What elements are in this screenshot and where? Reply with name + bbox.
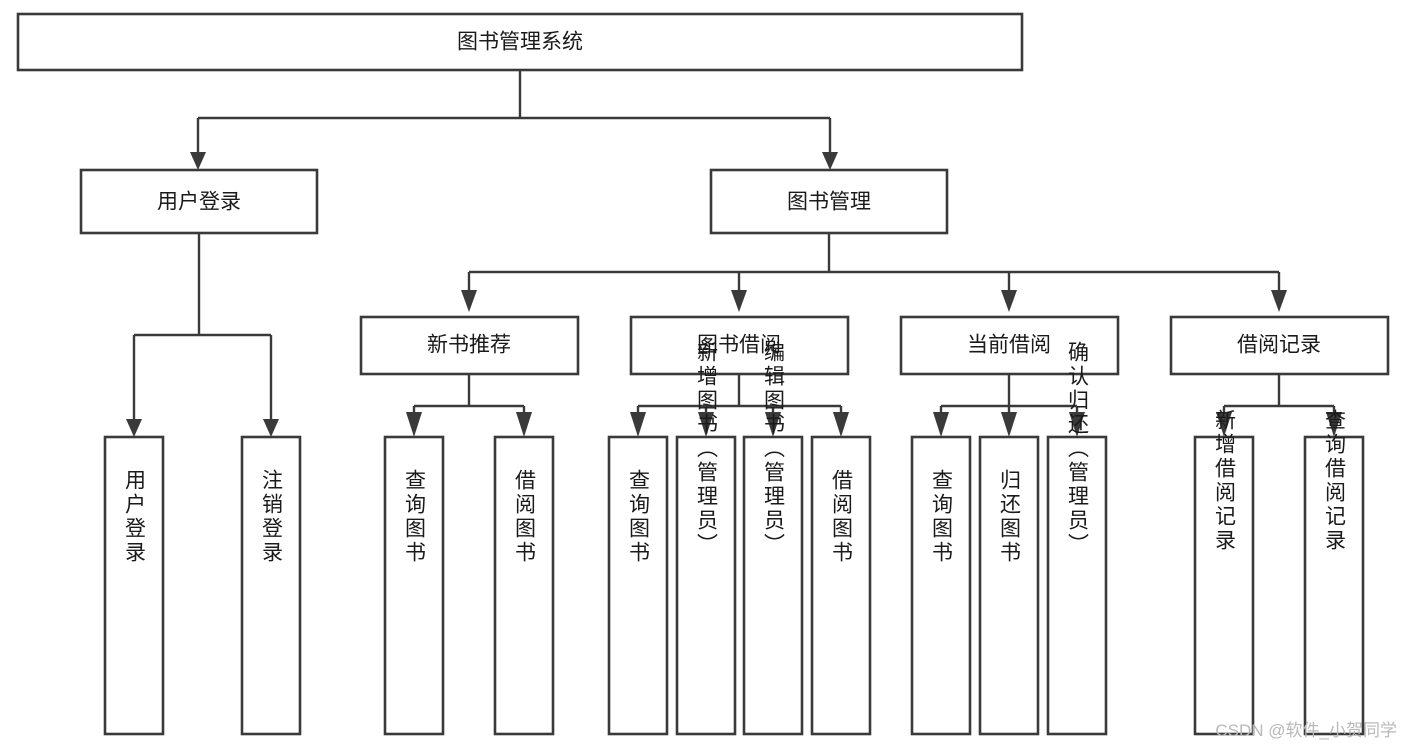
leaf-node[interactable]: 新增图书（管理员） [675,341,737,736]
node-book-borrow[interactable]: 图书借阅 [629,315,850,376]
arrowhead-leaf-return-book [1001,412,1017,437]
leaf-node[interactable]: 归还图书 [978,435,1040,736]
node-book-borrow-box[interactable] [629,315,850,376]
leaf-add-book-label: 新增图书（管理员） [695,341,719,557]
arrowhead-leaf-query-book-1 [406,412,422,437]
leaf-query-record-box[interactable] [1303,435,1365,736]
leaf-node[interactable]: 注销登录 [240,435,302,736]
leaf-return-book-box[interactable] [978,435,1040,736]
leaf-node[interactable]: 查询图书 [607,435,669,736]
arrowhead-leaf-logout [263,419,279,437]
arrowhead-leaf-query-book-2 [630,412,646,437]
node-borrow-record[interactable]: 借阅记录 [1169,315,1390,376]
arrowhead-leaf-edit-book [765,412,781,437]
arrowhead-leaf-borrow-book-2 [833,412,849,437]
leaf-edit-book-label: 编辑图书（管理员） [762,341,786,557]
leaf-logout-label: 注销登录 [260,469,284,565]
leaf-confirm-return-box[interactable] [1046,435,1108,736]
arrowhead-leaf-confirm-return [1069,412,1085,437]
node-user-login-label: 用户登录 [157,191,241,214]
node-current-borrow[interactable]: 当前借阅 [899,315,1120,376]
connector-book-borrow-to-leaves [636,374,843,419]
node-current-borrow-label: 当前借阅 [967,334,1051,357]
node-root-box[interactable] [16,12,1024,72]
arrowhead-leaf-borrow-book-1 [516,412,532,437]
leaf-node[interactable]: 查询图书 [910,435,972,736]
leaf-node[interactable]: 借阅图书 [493,435,555,736]
connector-book-manage-to-level3 [467,233,1281,290]
arrowhead-user-login [190,152,206,170]
leaf-query-book-3-box[interactable] [910,435,972,736]
arrowhead-leaf-query-book-3 [933,412,949,437]
arrowhead-borrow-record [1271,290,1287,312]
node-root[interactable]: 图书管理系统 [16,12,1024,72]
leaf-add-record-box[interactable] [1193,435,1255,736]
leaf-query-record-label: 查询借阅记录 [1323,409,1347,553]
leaf-node[interactable]: 确认归还（管理员） [1046,341,1108,736]
leaf-confirm-return-label: 确认归还（管理员） [1066,341,1090,557]
node-layer: 图书管理系统 用户登录 图书管理 新书推荐 图书借阅 当前 [16,12,1390,736]
node-user-login-box[interactable] [79,168,319,235]
leaf-user-login-box[interactable] [103,435,165,736]
node-book-borrow-label: 图书借阅 [697,334,781,357]
leaf-node[interactable]: 查询图书 [383,435,445,736]
arrowhead-leaf-add-record [1216,412,1232,437]
leaf-query-book-3-label: 查询图书 [930,469,954,565]
leaf-node[interactable]: 用户登录 [103,435,165,736]
leaf-logout-box[interactable] [240,435,302,736]
leaf-query-book-2-box[interactable] [607,435,669,736]
leaf-borrow-book-2-label: 借阅图书 [830,469,854,565]
arrowhead-leaf-add-book [698,412,714,437]
leaf-return-book-label: 归还图书 [998,469,1022,565]
node-borrow-record-label: 借阅记录 [1237,334,1321,357]
node-book-manage-label: 图书管理 [787,191,871,214]
node-new-book-recommend-box[interactable] [359,315,580,376]
connector-new-book-to-leaves [412,374,526,419]
leaf-add-book-box[interactable] [675,435,737,736]
leaf-add-record-label: 新增借阅记录 [1213,409,1237,553]
connector-layer [126,70,1342,437]
leaf-borrow-book-1-box[interactable] [493,435,555,736]
arrowhead-book-manage [822,152,838,170]
leaf-node[interactable]: 编辑图书（管理员） [742,341,804,736]
node-book-manage[interactable]: 图书管理 [709,168,949,235]
leaf-node[interactable]: 新增借阅记录 [1193,409,1255,736]
arrowhead-current-borrow [1001,290,1017,312]
node-borrow-record-box[interactable] [1169,315,1390,376]
leaf-borrow-book-2-box[interactable] [810,435,872,736]
connector-root-to-level2 [196,70,832,152]
node-book-manage-box[interactable] [709,168,949,235]
node-user-login[interactable]: 用户登录 [79,168,319,235]
leaf-user-login-label: 用户登录 [123,469,147,565]
leaf-node[interactable]: 借阅图书 [810,435,872,736]
arrowhead-new-book [461,290,477,312]
arrowhead-book-borrow [731,290,747,312]
arrowhead-leaf-user-login [126,419,142,437]
leaf-query-book-2-label: 查询图书 [627,469,651,565]
node-new-book-recommend[interactable]: 新书推荐 [359,315,580,376]
leaf-query-book-1-box[interactable] [383,435,445,736]
leaf-query-book-1-label: 查询图书 [403,469,427,565]
node-new-book-recommend-label: 新书推荐 [427,334,511,357]
leaf-node[interactable]: 查询借阅记录 [1303,409,1365,736]
connector-user-login-to-leaves [132,233,273,419]
leaf-edit-book-box[interactable] [742,435,804,736]
arrowhead-leaf-query-record [1326,412,1342,437]
node-current-borrow-box[interactable] [899,315,1120,376]
node-root-label: 图书管理系统 [457,31,583,54]
leaf-borrow-book-1-label: 借阅图书 [513,469,537,565]
connector-borrow-record-to-leaves [1222,374,1336,419]
